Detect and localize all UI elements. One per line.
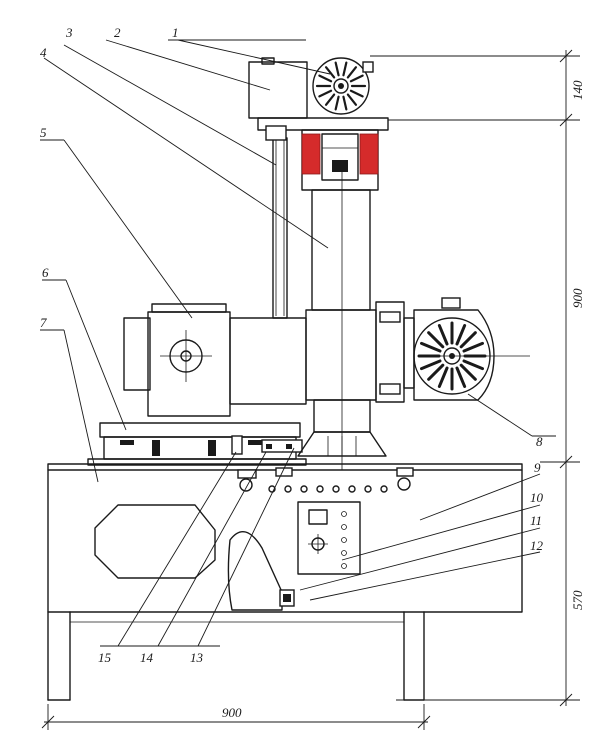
callout-14: 14	[140, 650, 154, 665]
vent-slot	[437, 324, 449, 346]
side-motor	[375, 297, 530, 403]
top-motor-fan	[312, 57, 374, 115]
vent-slot	[459, 363, 477, 381]
vent-slot	[342, 61, 348, 77]
dimension-labels: 140 900 570 900	[222, 80, 585, 720]
vent-slot	[349, 89, 364, 98]
vent-slot	[318, 89, 333, 98]
vent-slot	[334, 95, 340, 111]
vent-slot	[342, 95, 348, 111]
base-cabinet	[47, 463, 523, 701]
dimension-lines	[41, 49, 580, 730]
callout-8: 8	[536, 434, 543, 449]
dim-base-height: 570	[570, 590, 585, 610]
vent-slot	[437, 366, 449, 388]
callout-13: 13	[190, 650, 204, 665]
work-table	[87, 422, 307, 466]
callout-7: 7	[40, 315, 47, 330]
vent-slot	[420, 359, 442, 371]
vent-slot	[420, 341, 442, 353]
callout-12: 12	[530, 538, 544, 553]
vent-slot	[455, 366, 467, 388]
vent-slot	[346, 66, 358, 79]
callout-labels: 1 2 3 4 5 6 7 8 9 10 11 12 13 14 15	[40, 25, 544, 665]
vent-slot	[346, 93, 358, 106]
vent-slot	[462, 341, 484, 353]
callout-5: 5	[40, 125, 47, 140]
callout-6: 6	[42, 265, 49, 280]
vent-slot	[324, 93, 336, 106]
vent-slot	[455, 324, 467, 346]
spindle-head	[123, 303, 307, 417]
dim-top-height: 140	[570, 80, 585, 100]
vent-slot	[324, 66, 336, 79]
callout-3: 3	[65, 25, 73, 40]
vent-slot	[462, 359, 484, 371]
callout-4: 4	[40, 45, 47, 60]
control-panel	[237, 467, 414, 575]
vent-slot	[318, 74, 333, 83]
callout-11: 11	[530, 513, 542, 528]
callout-10: 10	[530, 490, 544, 505]
vent-slot	[427, 331, 445, 349]
callout-2: 2	[114, 25, 121, 40]
dim-column-height: 900	[570, 288, 585, 308]
column	[297, 160, 387, 470]
callout-1: 1	[172, 25, 179, 40]
dim-base-width: 900	[222, 705, 242, 720]
leader-lines	[40, 39, 556, 647]
vent-slot	[349, 74, 364, 83]
top-gearbox	[248, 57, 389, 191]
vent-slot	[459, 331, 477, 349]
callout-9: 9	[534, 460, 541, 475]
vent-slot	[427, 363, 445, 381]
callout-15: 15	[98, 650, 112, 665]
vent-slot	[334, 61, 340, 77]
